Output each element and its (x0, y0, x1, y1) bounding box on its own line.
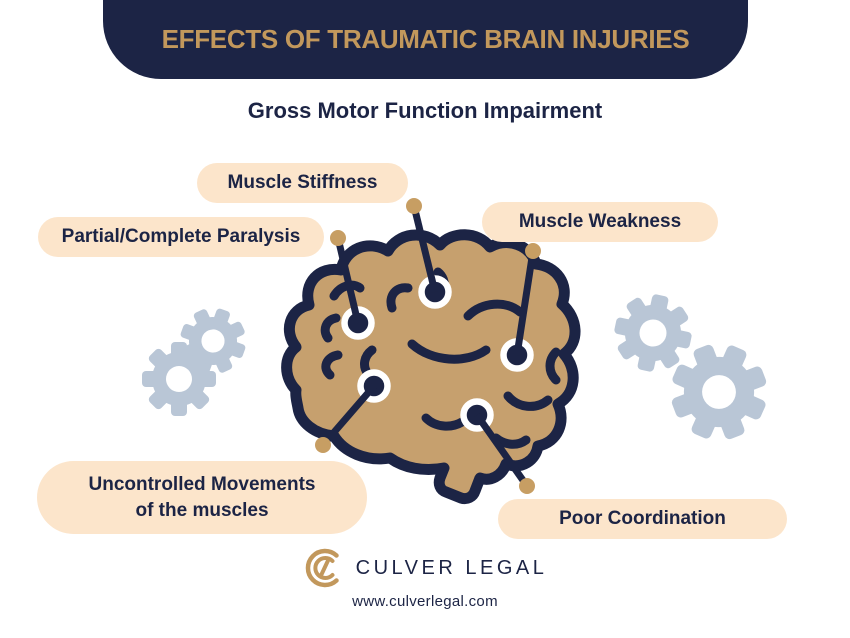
footer-brand-block: CULVER LEGAL www.culverlegal.com (0, 546, 850, 610)
gear-icon (607, 287, 699, 379)
brand-name: CULVER LEGAL (355, 556, 548, 579)
marker-point (500, 338, 534, 372)
connector-dot (315, 437, 331, 453)
callout-muscle-stiffness: Muscle Stiffness (197, 163, 408, 203)
callout-label: Partial/Complete Paralysis (61, 226, 301, 248)
callout-label: Uncontrolled Movements of the muscles (88, 473, 316, 521)
callout-label: Muscle Weakness (518, 211, 682, 233)
connector-dot (519, 478, 535, 494)
connector-line (513, 250, 537, 356)
marker-point (357, 369, 391, 403)
callout-uncontrolled-movements: Uncontrolled Movements of the muscles (37, 461, 367, 534)
connector-line (410, 205, 439, 293)
connector-line (320, 383, 377, 448)
connector-line (334, 237, 362, 324)
callout-label: Muscle Stiffness (227, 172, 378, 194)
header-banner: EFFECTS OF TRAUMATIC BRAIN INJURIES (103, 0, 748, 79)
connector-dot (330, 230, 346, 246)
gear-icon (655, 328, 783, 456)
gear-icon (170, 298, 256, 384)
callout-poor-coordination: Poor Coordination (498, 499, 787, 539)
gear-icon (142, 342, 216, 416)
callout-partial-complete-paralysis: Partial/Complete Paralysis (38, 217, 324, 257)
brain-folds (320, 267, 561, 449)
brain-icon (281, 229, 581, 505)
callout-muscle-weakness: Muscle Weakness (482, 202, 718, 242)
connector-dot (525, 243, 541, 259)
subtitle: Gross Motor Function Impairment (247, 98, 603, 123)
culver-legal-cl-monogram-icon (305, 548, 339, 588)
website-url: www.culverlegal.com (352, 593, 498, 610)
connector-line (474, 412, 530, 489)
connector-dot (406, 198, 422, 214)
marker-point (418, 275, 452, 309)
page-title: EFFECTS OF TRAUMATIC BRAIN INJURIES (161, 24, 690, 54)
marker-point (341, 306, 375, 340)
marker-point (460, 398, 494, 432)
callout-label: Poor Coordination (559, 508, 726, 530)
